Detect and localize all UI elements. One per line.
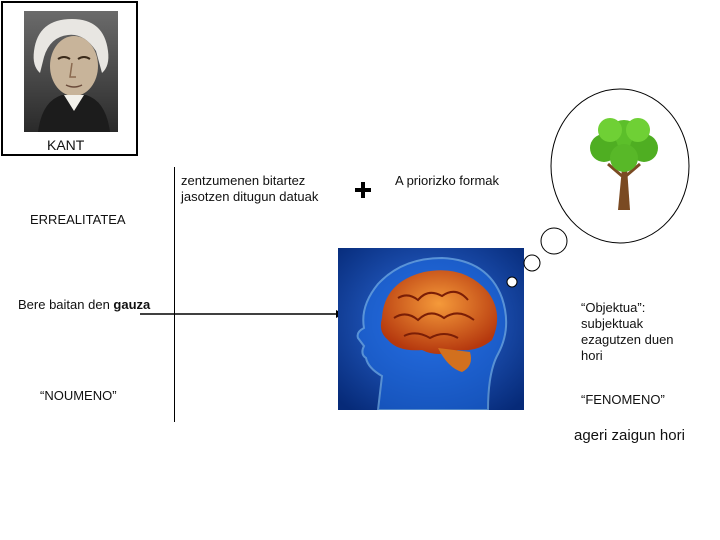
phenomenon-label: “FENOMENO” xyxy=(581,392,665,407)
plus-icon xyxy=(355,182,371,198)
a-priori-forms-label: A priorizko formak xyxy=(395,173,500,188)
reality-label: ERREALITATEA xyxy=(30,212,126,227)
divider-line xyxy=(174,167,175,422)
arrow-right-icon xyxy=(140,310,344,318)
brain-head-icon xyxy=(338,248,524,410)
sense-data-label: zentzumenen bitartez jasotzen ditugun da… xyxy=(181,173,319,204)
thing-in-itself-bold: gauza xyxy=(113,297,151,312)
object-definition-label: “Objektua”: subjektuak ezagutzen duen ho… xyxy=(581,300,674,363)
thing-in-itself-label: Bere baitan den gauza xyxy=(18,297,150,313)
kant-portrait-icon xyxy=(24,11,118,132)
thought-bubble xyxy=(506,88,690,288)
thing-in-itself-prefix: Bere baitan den xyxy=(18,297,114,312)
appears-label: ageri zaigun hori xyxy=(574,427,685,444)
kant-caption: KANT xyxy=(47,137,85,153)
noumenon-label: “NOUMENO” xyxy=(40,388,117,403)
tree-icon xyxy=(590,118,658,210)
